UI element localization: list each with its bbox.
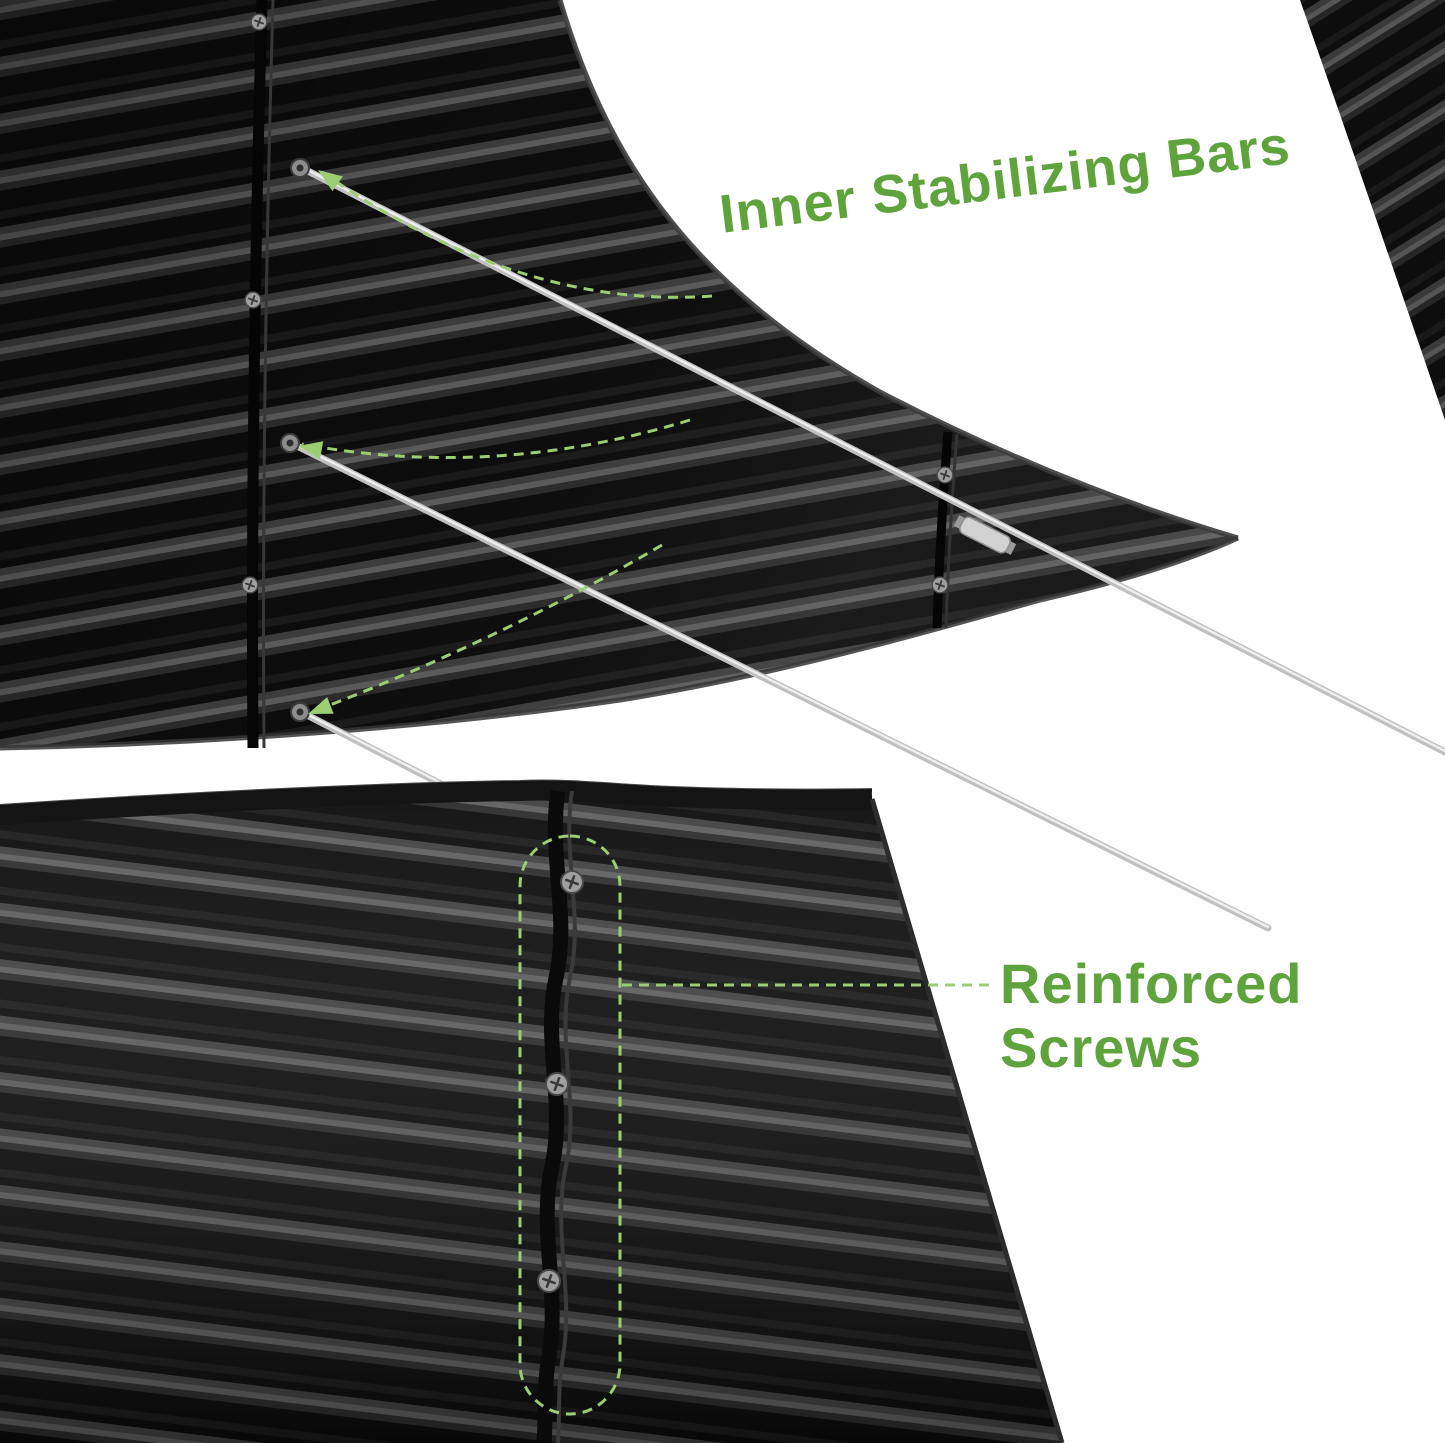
stabilizing-rod-2 — [289, 440, 1272, 932]
panel-cut-edge — [869, 798, 1065, 1443]
arrow-arc-2 — [301, 418, 691, 459]
arrowhead — [318, 170, 343, 192]
rod-anchor — [290, 158, 310, 178]
panel-rim-edge — [557, 0, 1239, 541]
arrow-arc-3 — [311, 543, 663, 714]
panel-overlap-seam — [536, 789, 577, 1443]
seam-bolt — [241, 576, 259, 594]
arrowhead — [298, 441, 324, 460]
far-wall-band — [1300, 0, 1445, 420]
corrugated-panel-top — [0, 0, 1240, 751]
annotation-graphics — [298, 170, 996, 1416]
seam-bolt — [244, 291, 262, 309]
seam-bolt — [936, 466, 954, 484]
reinforced-screws-label-line1: Reinforced — [1000, 952, 1303, 1015]
seam-bolt — [250, 13, 268, 31]
reinforced-screws-label: Reinforced Screws — [1000, 952, 1303, 1080]
arrow-arc-1 — [321, 170, 713, 299]
screws-outline-dashed — [518, 834, 622, 1416]
screw — [559, 869, 585, 895]
arrowhead — [308, 696, 334, 714]
panel-rim-band — [0, 780, 873, 825]
panel-seam-right — [931, 431, 959, 629]
rod-anchor — [290, 702, 310, 722]
turnbuckle — [953, 515, 1017, 555]
corrugated-panel-bottom — [0, 779, 1065, 1443]
seam-bolt — [931, 576, 949, 594]
panel-seam-left — [241, 0, 275, 749]
screw — [536, 1268, 562, 1294]
reinforced-screws-label-line2: Screws — [1000, 1016, 1203, 1079]
rod-anchor — [280, 433, 300, 453]
screw — [544, 1071, 570, 1097]
